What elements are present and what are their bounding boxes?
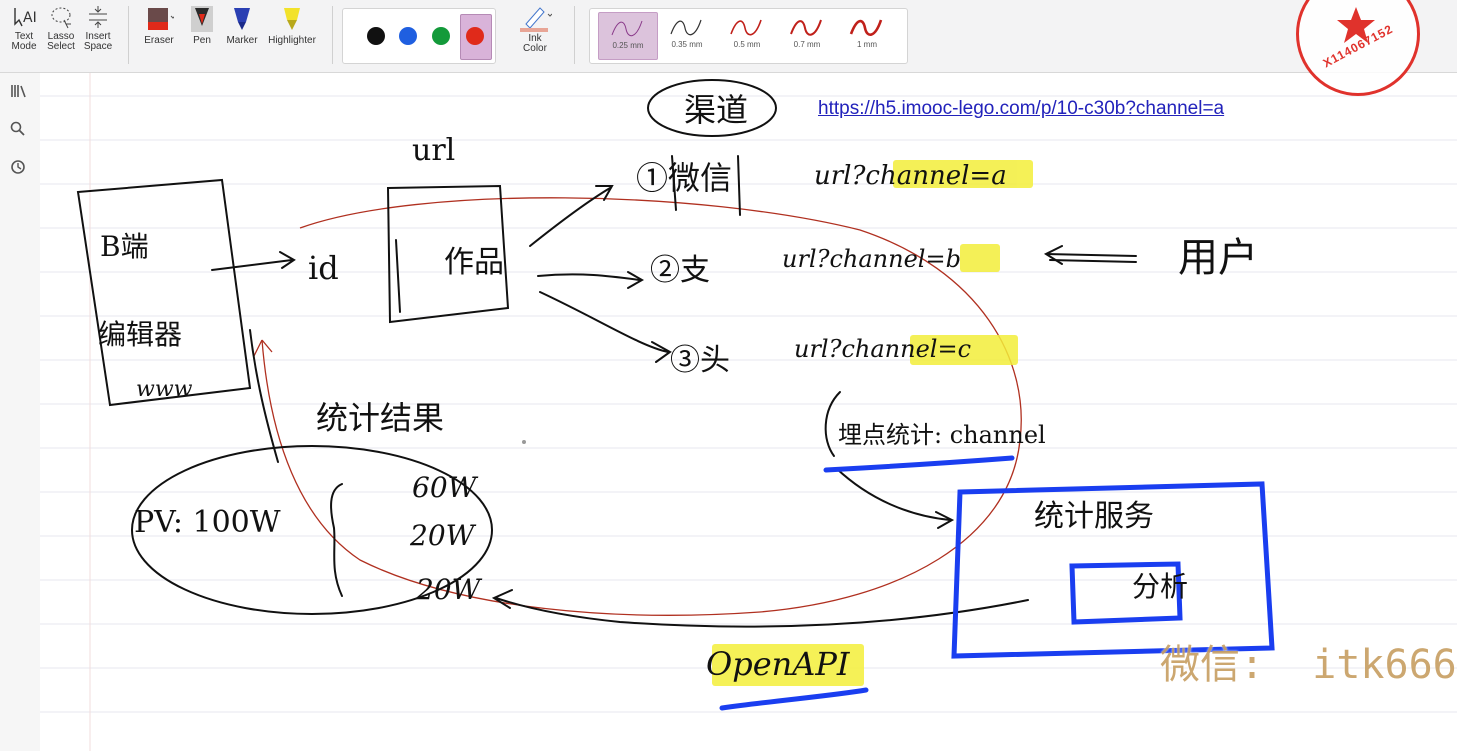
url-label: url: [412, 133, 456, 168]
eraser-label: Eraser: [144, 35, 174, 46]
url-channel-a: url?channel=a: [814, 161, 1007, 191]
stroke-width-label: 1 mm: [857, 40, 877, 49]
lasso-icon: [51, 7, 71, 29]
channel-item-wechat: ①微信: [636, 159, 733, 197]
insert-space-icon: [89, 6, 107, 28]
stroke-squiggle-icon: [611, 20, 643, 37]
library-icon[interactable]: [10, 83, 28, 102]
ink-drawing-layer: [40, 73, 1457, 751]
pen-button[interactable]: Pen: [184, 4, 220, 46]
lasso-select-button[interactable]: Lasso Select: [44, 4, 78, 52]
analysis-label: 分析: [1132, 570, 1189, 603]
eraser-button[interactable]: Eraser: [138, 4, 180, 46]
highlighter-label: Highlighter: [268, 35, 316, 46]
insert-space-button[interactable]: Insert Space: [80, 4, 116, 52]
stroke-width-option[interactable]: 0.25 mm: [598, 12, 658, 60]
color-palette: [342, 8, 496, 64]
stroke-squiggle-icon: [790, 19, 822, 36]
stroke-width-label: 0.7 mm: [793, 40, 821, 49]
toolbar-divider: [574, 6, 575, 64]
open-api-label: OpenAPI: [706, 645, 850, 683]
color-red-swatch[interactable]: [466, 27, 484, 45]
ribbon-toolbar: AI Text Mode Lasso Select Insert Space E…: [0, 0, 1457, 73]
text-mode-icon: AI: [14, 8, 37, 27]
insert-space-label: Insert Space: [83, 31, 113, 52]
pen-label: Pen: [193, 35, 211, 46]
editor-label: 编辑器: [98, 318, 183, 351]
channel-item-toutiao: ③头: [670, 343, 730, 378]
toolbar-divider: [128, 6, 129, 64]
stroke-width-option[interactable]: 0.7 mm: [778, 12, 836, 58]
color-blue-swatch[interactable]: [399, 27, 417, 45]
ink-color-label: Ink Color: [523, 33, 547, 54]
stroke-width-option[interactable]: 0.35 mm: [658, 12, 716, 58]
stats-service-label: 统计服务: [1034, 499, 1154, 534]
star-icon: [1337, 7, 1375, 43]
text-mode-label: Text Mode: [11, 31, 37, 52]
search-icon[interactable]: [10, 121, 26, 140]
channels-title: 渠道: [684, 91, 749, 129]
left-sidebar: [0, 73, 40, 751]
eraser-icon: [148, 8, 174, 30]
www-label: www: [136, 377, 193, 402]
marker-label: Marker: [226, 35, 258, 46]
b-side-label: B端: [100, 230, 149, 263]
pv-total: PV: 100W: [134, 505, 281, 540]
history-icon[interactable]: [10, 159, 26, 178]
pv-20w-b: 20W: [416, 573, 481, 606]
note-canvas[interactable]: url 渠道 ①微信 ②支 ③头 url?channel=a url?chann…: [40, 73, 1457, 751]
color-green-swatch[interactable]: [432, 27, 450, 45]
stroke-squiggle-icon: [730, 19, 762, 36]
tracking-label: 埋点统计: channel: [838, 421, 1046, 449]
pen-icon: [191, 6, 213, 32]
stroke-width-option[interactable]: 0.5 mm: [718, 12, 776, 58]
highlighter-button[interactable]: Highlighter: [262, 4, 322, 46]
stroke-width-label: 0.35 mm: [671, 40, 703, 49]
stroke-width-label: 0.25 mm: [612, 41, 644, 50]
marker-button[interactable]: Marker: [222, 4, 262, 46]
user-label: 用户: [1178, 235, 1258, 281]
lasso-select-label: Lasso Select: [47, 31, 75, 52]
seal-stamp: X114067152: [1296, 0, 1420, 96]
wechat-watermark: 微信: itk666: [1160, 642, 1457, 688]
svg-text:AI: AI: [23, 10, 37, 26]
stroke-width-label: 0.5 mm: [733, 40, 761, 49]
stroke-width-picker: 0.25 mm 0.35 mm 0.5 mm 0.7 mm 1 mm: [589, 8, 908, 64]
id-label: id: [308, 249, 339, 287]
marker-icon: [234, 8, 250, 30]
channel-url-link[interactable]: https://h5.imooc-lego.com/p/10-c30b?chan…: [818, 98, 1225, 119]
pv-20w-a: 20W: [410, 519, 475, 552]
text-mode-button[interactable]: AI Text Mode: [8, 4, 40, 52]
stroke-squiggle-icon: [849, 19, 883, 36]
url-channel-b: url?channel=b: [782, 245, 961, 273]
stroke-squiggle-icon: [670, 19, 702, 36]
stats-result-label: 统计结果: [316, 399, 445, 437]
color-black-swatch[interactable]: [367, 27, 385, 45]
ink-color-button[interactable]: Ink Color: [510, 4, 560, 54]
url-channel-c: url?channel=c: [794, 335, 972, 363]
ink-pen-icon: [520, 7, 552, 32]
pv-60w: 60W: [412, 471, 477, 504]
toolbar-divider: [332, 6, 333, 64]
highlighter-icon: [284, 8, 300, 30]
channel-item-alipay: ②支: [650, 253, 710, 288]
work-label: 作品: [444, 245, 504, 280]
stroke-width-option[interactable]: 1 mm: [838, 12, 896, 58]
